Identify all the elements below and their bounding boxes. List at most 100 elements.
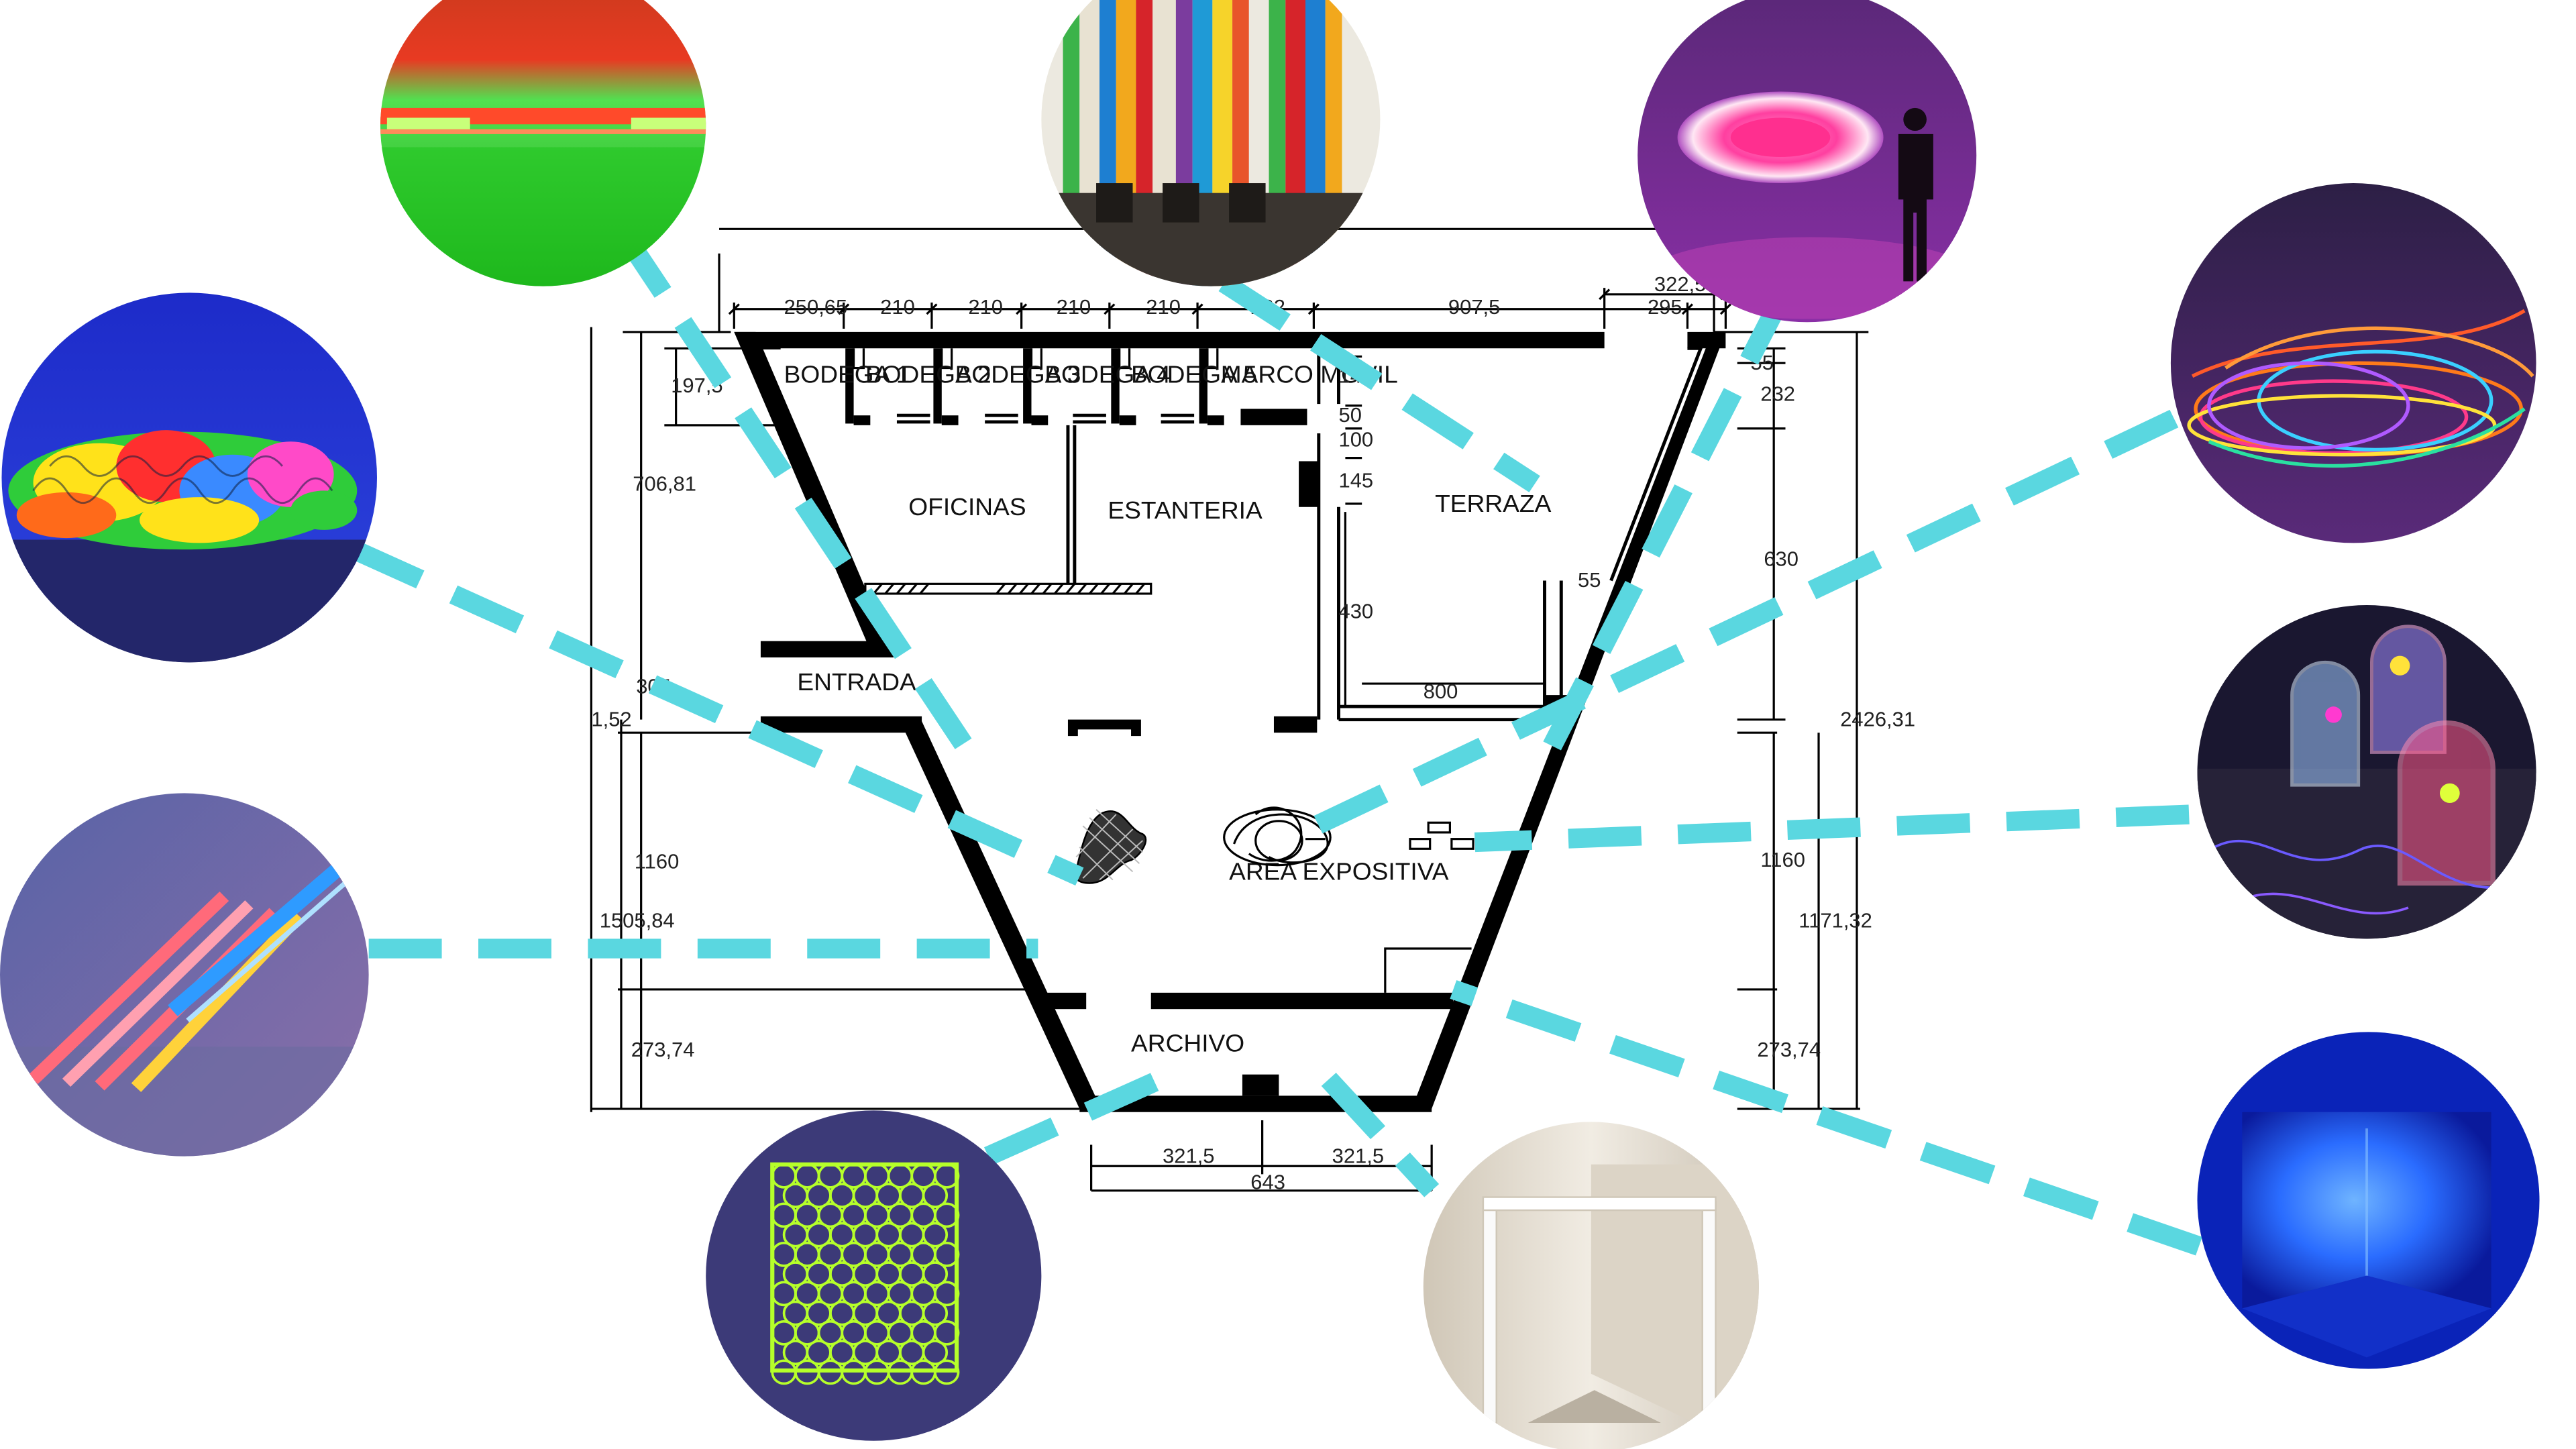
dim-bottom-321a: 321,5 — [1163, 1144, 1214, 1168]
shelving-hatch-lines — [873, 583, 1146, 594]
grid-circle — [922, 1300, 949, 1326]
connector-tangle-sculpture — [350, 540, 1084, 886]
artwork-white-fluorescent-frame[interactable] — [1421, 1120, 1760, 1449]
dim-left-706: 706,81 — [633, 472, 696, 496]
label-bodega-1: BODEGA 1 — [784, 361, 910, 388]
label-bodega-5: BODEGA 5 — [1131, 361, 1257, 388]
bodega-divider-1 — [845, 348, 854, 424]
grid-circles — [771, 1163, 960, 1385]
bodega-front-1 — [777, 415, 791, 425]
dim-right-273: 273,74 — [1757, 1038, 1821, 1061]
bodega-front-6 — [1207, 415, 1224, 425]
dim-top-9: 295 — [1648, 295, 1682, 319]
estanteria-wall — [1066, 425, 1077, 586]
bench — [1067, 719, 1141, 737]
entrance-wall-top — [760, 641, 894, 658]
artwork-blue-light-corner[interactable] — [2192, 1027, 2541, 1371]
bodega-divider-4 — [1111, 348, 1120, 424]
dim-top-4: 210 — [1057, 295, 1091, 319]
label-entrada: ENTRADA — [797, 668, 916, 696]
bodega-divider-3 — [1023, 348, 1032, 424]
dim-top-3: 210 — [968, 295, 1003, 319]
wall-left-lower — [900, 721, 1102, 1109]
dim-mid-430: 430 — [1339, 600, 1374, 623]
bodega-doors — [896, 413, 1195, 424]
dim-top-2: 210 — [880, 295, 915, 319]
grid-circle — [922, 1222, 949, 1248]
dim-left-273: 273,74 — [631, 1038, 695, 1061]
label-estanteria: ESTANTERIA — [1108, 496, 1263, 524]
label-area-expositiva: AREA EXPOSITIVA — [1229, 858, 1449, 885]
dim-right-232: 232 — [1760, 382, 1795, 406]
dim-bottom — [1090, 1120, 1433, 1192]
grid-circle — [934, 1202, 960, 1228]
terrace-wall — [1317, 348, 1340, 720]
connector-arch-sculptures — [1474, 804, 2190, 853]
label-bodega-3: BODEGA 3 — [955, 361, 1081, 388]
grid-circle — [934, 1359, 960, 1385]
label-bodega-2: BODEGA 2 — [865, 361, 991, 388]
dim-bottom-643: 643 — [1250, 1171, 1285, 1194]
grid-circle — [934, 1241, 960, 1267]
bodega-front-4 — [1031, 415, 1049, 425]
artwork-marker-arches — [1409, 821, 1474, 850]
artwork-pink-ellipse-room[interactable] — [1636, 0, 1978, 324]
dim-mid-145b: 145 — [1339, 469, 1374, 492]
dim-mid-50: 50 — [1339, 403, 1362, 427]
plan-sheet — [591, 229, 1870, 1204]
connector-green-grid — [983, 1067, 1172, 1165]
dim-left-1505: 1505,84 — [600, 909, 675, 932]
artwork-diagonal-fluorescent-tubes[interactable] — [0, 792, 372, 1161]
interior-walls — [760, 348, 1572, 1010]
wall-left-upper — [734, 331, 894, 655]
bodega-front-5 — [1119, 415, 1136, 425]
wall-top — [734, 331, 1605, 349]
bodega-front-3 — [941, 415, 959, 425]
bodega-divider-2 — [933, 348, 942, 424]
bodega-front-7 — [1240, 409, 1307, 425]
dim-right-2426: 2426,31 — [1840, 708, 1915, 731]
wall-right-inner — [1609, 346, 1703, 582]
bodega-divider-5 — [1199, 348, 1208, 424]
gallery-wall-right — [1273, 716, 1318, 733]
dim-mid-55: 55 — [1578, 568, 1601, 592]
connector-lines — [350, 227, 2202, 1256]
grid-circle — [934, 1163, 960, 1189]
dim-top-5: 210 — [1146, 295, 1181, 319]
artwork-green-circle-grid[interactable] — [704, 1109, 1043, 1442]
dim-right-1171: 1171,32 — [1799, 909, 1872, 932]
connector-blue-corner — [1450, 980, 2202, 1256]
wall-bottom-block — [1242, 1074, 1279, 1096]
dim-top-ticks — [728, 288, 1731, 315]
label-bodega-4: BODEGA 4 — [1044, 361, 1171, 388]
terrace-column — [1299, 461, 1319, 507]
artwork-neon-arch-sculptures[interactable] — [2192, 602, 2541, 949]
connector-white-frame — [1321, 1073, 1440, 1197]
dim-mid-100: 100 — [1339, 428, 1374, 451]
label-oficinas: OFICINAS — [908, 493, 1026, 521]
entrance-wall-bottom — [760, 716, 922, 733]
label-archivo: ARCHIVO — [1131, 1030, 1244, 1057]
dim-left-152: 1,52 — [591, 708, 631, 731]
artwork-colorful-tangle-sculpture[interactable] — [0, 291, 382, 671]
archive-wall-left — [1042, 992, 1087, 1010]
archive-wall-right — [1150, 992, 1454, 1010]
connector-scribble-lines — [1307, 409, 2179, 837]
bodega-front-2 — [853, 415, 871, 425]
grid-circle — [922, 1261, 949, 1287]
artwork-marker-tangle-grid — [1075, 809, 1144, 881]
terrace-edge — [1338, 580, 1563, 722]
floor-plan: BODEGA 1 BODEGA 2 BODEGA 3 BODEGA 4 BODE… — [590, 227, 1915, 1204]
artwork-neon-scribble-lines[interactable] — [2167, 180, 2540, 546]
connector-rainbow-columns — [1218, 274, 1540, 492]
dim-right-630: 630 — [1764, 547, 1799, 571]
archive-box — [1384, 947, 1472, 993]
grid-circle — [922, 1183, 949, 1209]
dim-right-1160: 1160 — [1760, 848, 1805, 871]
label-terraza: TERRAZA — [1435, 490, 1552, 517]
dim-top-7: 907,5 — [1448, 295, 1500, 319]
artwork-marker-scribble — [1223, 806, 1332, 867]
grid-circle — [934, 1320, 960, 1346]
dim-top-1: 250,65 — [784, 295, 848, 319]
dim-left-1160: 1160 — [635, 850, 680, 873]
